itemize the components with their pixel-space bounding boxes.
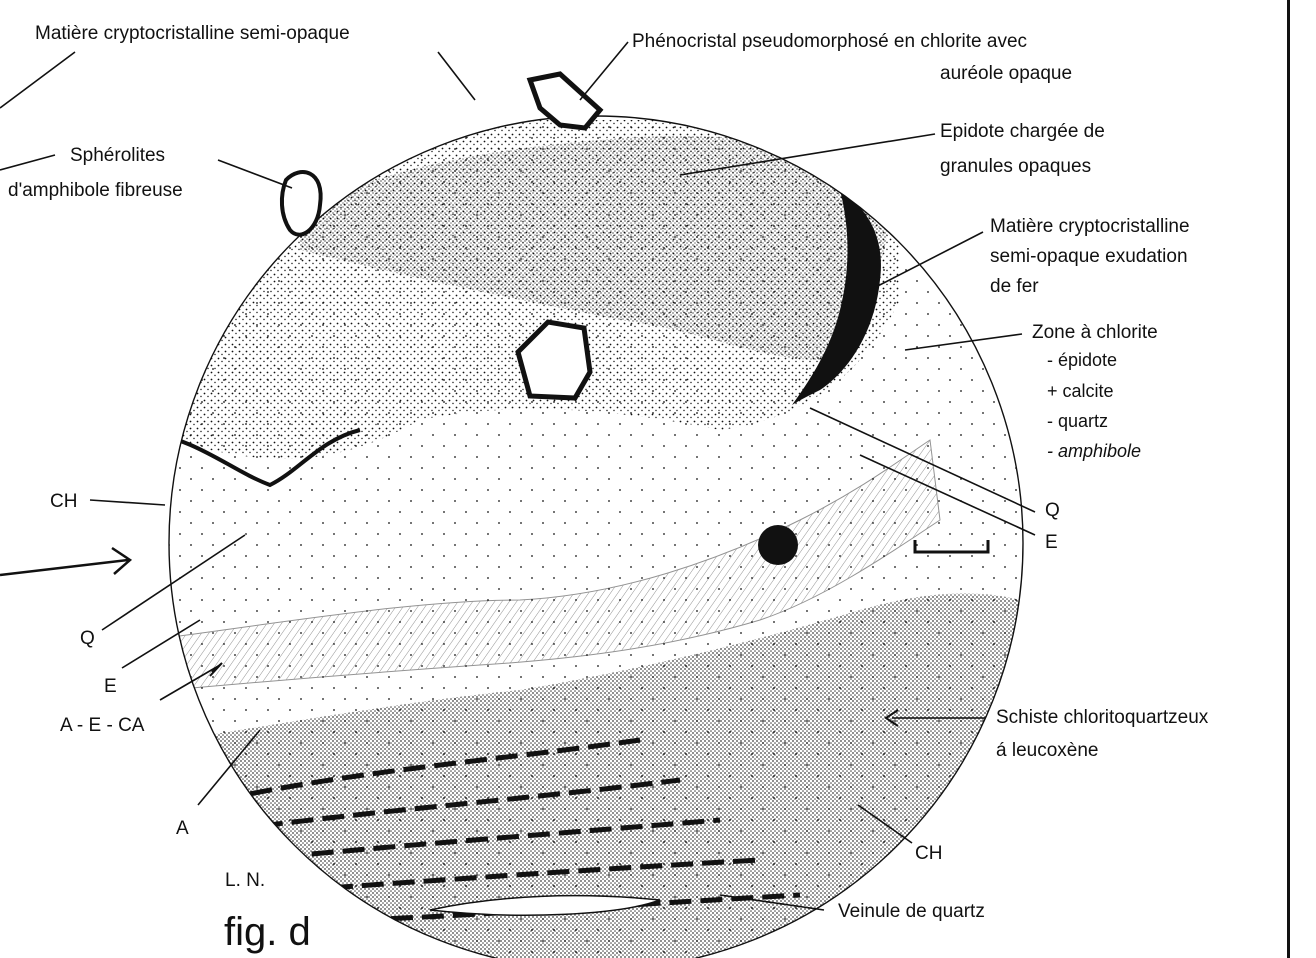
label-matiere-right-2: semi-opaque exudation <box>990 246 1188 268</box>
label-ch-left: CH <box>50 491 77 513</box>
label-spherolites-1: Sphérolites <box>70 145 165 167</box>
figure-label: fig. d <box>224 910 311 954</box>
label-matiere-top: Matière cryptocristalline semi-opaque <box>35 23 350 45</box>
label-phenocristal-1: Phénocristal pseudomorphosé en chlorite … <box>632 31 1027 53</box>
label-a-left: A <box>176 818 189 840</box>
label-zone-item-calcite: + calcite <box>1047 380 1114 402</box>
label-ch-right: CH <box>915 843 942 865</box>
label-zone-item-epidote: - épidote <box>1047 349 1117 371</box>
label-matiere-right-1: Matière cryptocristalline <box>990 216 1190 238</box>
label-phenocristal-2: auréole opaque <box>940 63 1072 85</box>
label-e-right: E <box>1045 532 1058 554</box>
label-zone-item-amphibole: - amphibole <box>1047 440 1141 462</box>
label-ln: L. N. <box>225 870 265 892</box>
spherolite <box>282 172 321 235</box>
label-schiste-1: Schiste chloritoquartzeux <box>996 707 1208 729</box>
label-aeca: A - E - CA <box>60 715 144 737</box>
label-zone-item-quartz: - quartz <box>1047 410 1108 432</box>
label-schiste-2: á leucoxène <box>996 740 1098 762</box>
label-e-left: E <box>104 676 117 698</box>
label-veinule: Veinule de quartz <box>838 901 985 923</box>
opaque-grain <box>758 525 798 565</box>
label-spherolites-2: d'amphibole fibreuse <box>8 180 183 202</box>
label-matiere-right-3: de fer <box>990 276 1039 298</box>
label-epidote-2: granules opaques <box>940 156 1091 178</box>
label-q-left: Q <box>80 628 95 650</box>
label-zone-chlorite: Zone à chlorite <box>1032 322 1158 344</box>
frame-right-border <box>1287 0 1290 958</box>
label-epidote-1: Epidote chargée de <box>940 121 1105 143</box>
arrow-left <box>0 560 128 575</box>
label-q-right: Q <box>1045 500 1060 522</box>
